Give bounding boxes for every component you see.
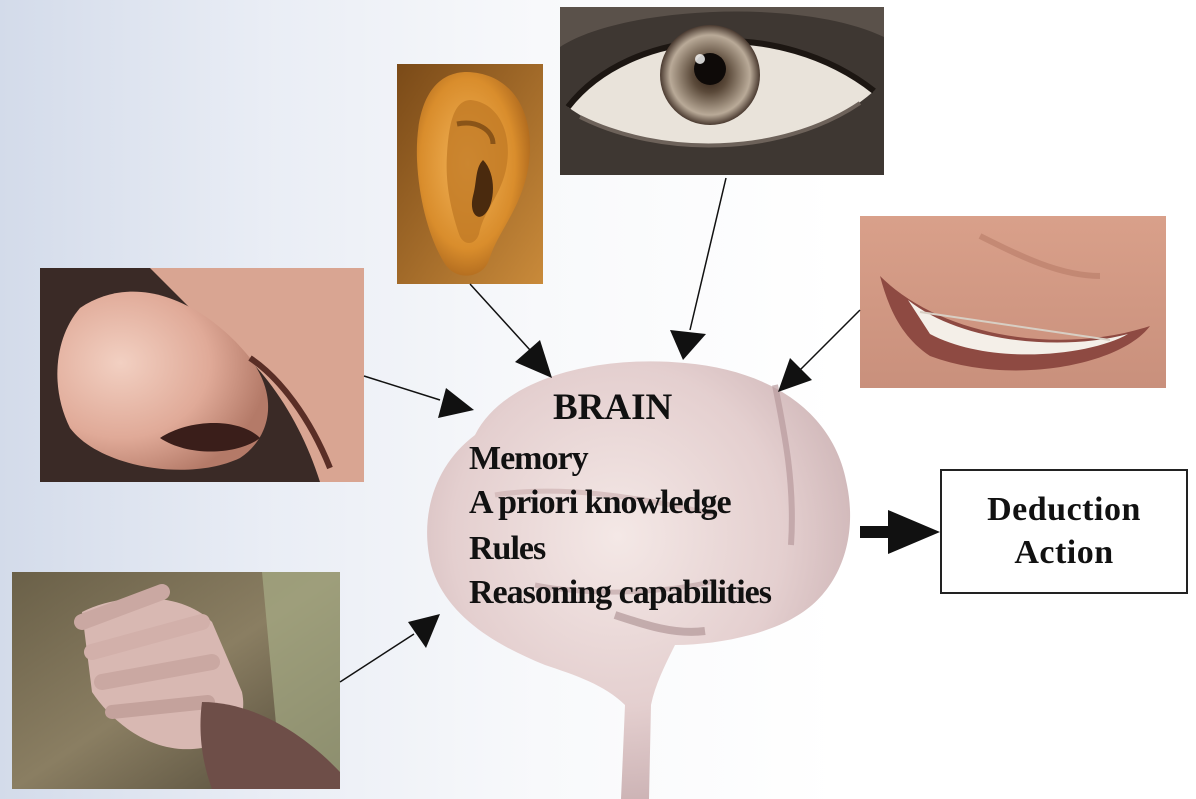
mouth-image: [860, 216, 1166, 388]
brain-item-reasoning-capabilities: Reasoning capabilities: [469, 576, 771, 610]
ear-image: [397, 64, 543, 284]
brain-item-a-priori-knowledge: A priori knowledge: [469, 486, 731, 520]
output-action: Action: [1014, 532, 1113, 575]
brain-title: BRAIN: [553, 389, 672, 426]
output-box: Deduction Action: [940, 469, 1188, 594]
arrow-brain-to-output: [860, 510, 940, 554]
brain-item-memory: Memory: [469, 442, 588, 476]
output-deduction: Deduction: [987, 489, 1141, 532]
arrow-eye-to-brain: [670, 178, 726, 360]
brain-item-rules: Rules: [469, 532, 545, 566]
nose-image: [40, 268, 364, 482]
eye-image: [560, 7, 884, 175]
hand-image: [12, 572, 340, 789]
